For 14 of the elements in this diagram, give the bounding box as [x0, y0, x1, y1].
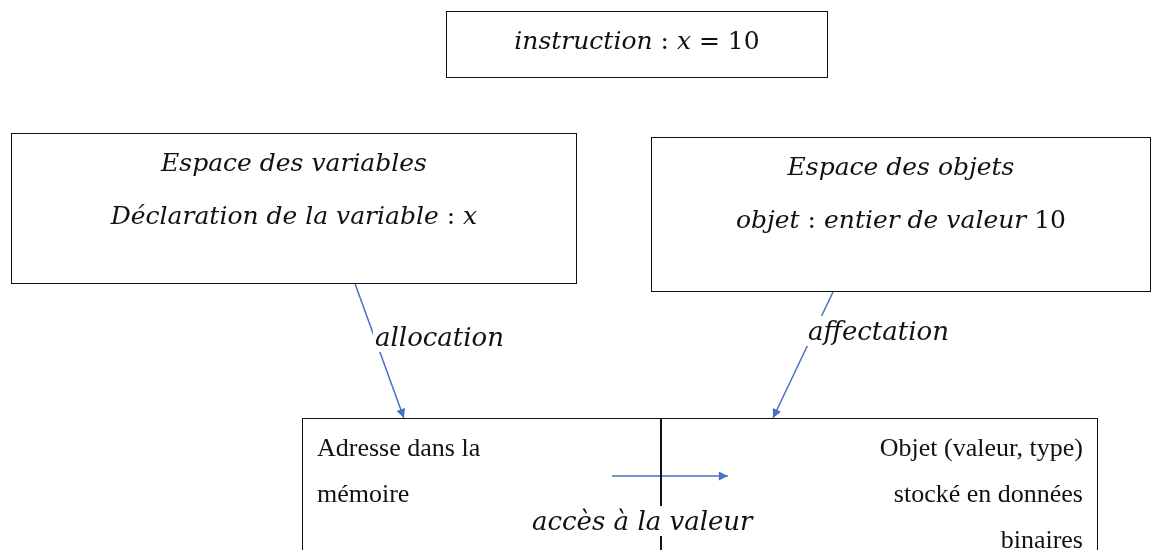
box-text: Objet (valeur, type) stocké en données binaires [878, 432, 1083, 550]
formula-text: objet : entier de valeur 10 [735, 205, 1067, 234]
edge-label: accès à la valeur [530, 506, 755, 536]
text-box [446, 11, 828, 78]
text-box [651, 137, 1151, 292]
arrow [354, 283, 406, 419]
arrow [611, 471, 729, 481]
box-heading: Espace des objets [786, 152, 1016, 181]
formula-text: instruction : x = 10 [513, 26, 761, 55]
formula-text: Déclaration de la variable : x [109, 201, 479, 230]
edge-label: affectation [806, 316, 951, 346]
box-heading: Espace des variables [159, 148, 428, 177]
text-box [11, 133, 577, 284]
box-text: Adresse dans la mémoire [317, 432, 482, 510]
